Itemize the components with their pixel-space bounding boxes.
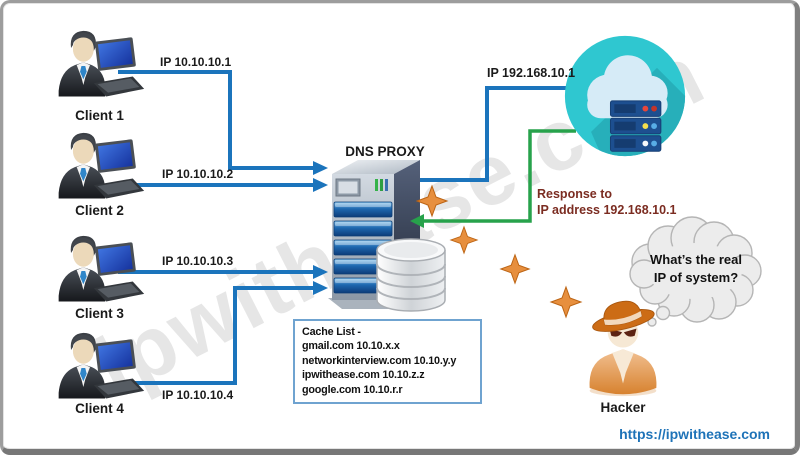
sparkle-icon — [449, 225, 479, 255]
client3-icon — [58, 235, 145, 302]
request-lines — [118, 70, 572, 385]
client3-label: Client 3 — [75, 306, 124, 321]
hacker-icon — [588, 297, 657, 397]
client1-ip-label: IP 10.10.10.1 — [160, 55, 232, 69]
client2-label: Client 2 — [75, 203, 124, 218]
request-arrowheads — [313, 161, 328, 295]
sparkle-icon — [549, 285, 583, 319]
client2-icon — [58, 132, 145, 199]
thought-bubble — [629, 216, 762, 327]
response-line — [424, 129, 576, 223]
cache-list-title: Cache List - — [302, 326, 361, 338]
cache-list-entry: google.com 10.10.r.r — [302, 383, 403, 396]
cache-list-entry: ipwithease.com 10.10.z.z — [302, 369, 425, 382]
hacker-thought-text: What’s the real IP of system? — [630, 251, 762, 287]
dns-proxy-server-icon — [327, 159, 446, 312]
sparkle-icons — [415, 184, 583, 319]
client1-label: Client 1 — [75, 108, 124, 123]
thought-line1: What’s the real — [650, 252, 742, 267]
thought-line2: IP of system? — [653, 270, 739, 285]
cache-list-box: Cache List - gmail.com 10.10.x.x network… — [293, 319, 482, 405]
cache-list-entry: gmail.com 10.10.x.x — [302, 340, 400, 353]
response-label: Response to IP address 192.168.10.1 — [537, 186, 676, 218]
response-line1: Response to — [537, 187, 613, 201]
internet-server-ip-label: IP 192.168.10.1 — [487, 66, 576, 80]
client2-ip-label: IP 10.10.10.2 — [162, 167, 234, 181]
client4-request-line — [122, 286, 313, 385]
client4-icon — [58, 332, 145, 399]
client1-icon — [58, 30, 145, 97]
client1-request-line — [118, 70, 313, 170]
proxy-to-cloud-line — [400, 86, 572, 182]
dns-proxy-label: DNS PROXY — [345, 144, 425, 159]
footer-website-link[interactable]: https://ipwithease.com — [619, 426, 770, 442]
sparkle-icon — [499, 253, 531, 285]
sparkle-icon — [415, 184, 449, 218]
hacker-label: Hacker — [600, 400, 646, 415]
client4-ip-label: IP 10.10.10.4 — [162, 388, 234, 402]
response-line2: IP address 192.168.10.1 — [537, 203, 677, 217]
client4-label: Client 4 — [75, 401, 124, 416]
response-arrowhead — [410, 214, 424, 228]
client3-ip-label: IP 10.10.10.3 — [162, 254, 234, 268]
internet-cloud-server-icon — [565, 36, 692, 163]
cache-list-entry: networkinterview.com 10.10.y.y — [302, 354, 457, 367]
